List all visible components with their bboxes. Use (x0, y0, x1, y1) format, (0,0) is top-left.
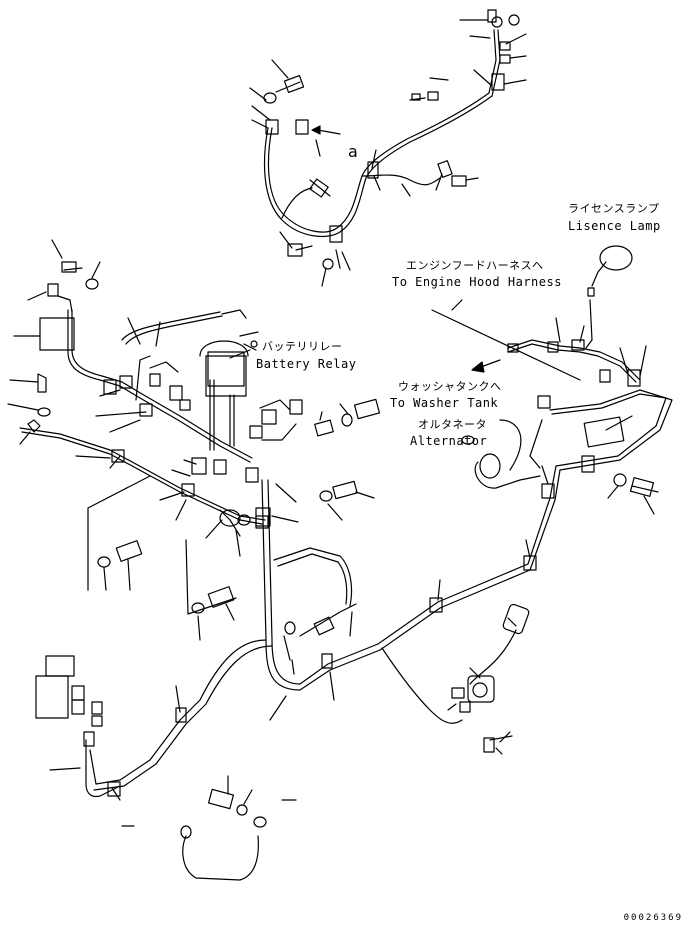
washer-tank-label-en: To Washer Tank (390, 396, 499, 410)
left-main-harness (7, 239, 303, 557)
license-lamp-label-jp: ライセンスランプ (568, 202, 660, 215)
washer-tank-label-jp: ウォッシャタンクへ (398, 380, 502, 393)
engine-hood-label-en: To Engine Hood Harness (392, 275, 562, 289)
license-lamp-label-en: Lisence Lamp (568, 219, 661, 233)
engine-hood-label-jp: エンジンフードハーネスへ (406, 259, 544, 272)
lower-harness (35, 245, 673, 881)
battery-relay-label-jp: バッテリリレー (262, 340, 343, 353)
alternator-label-en: Alternator (410, 434, 488, 448)
callout-lines (229, 299, 581, 381)
top-harness (249, 9, 527, 287)
detail-mark-a: a (348, 142, 358, 161)
reference-number: 00026369 (623, 913, 683, 923)
alternator-label-jp: オルタネータ (418, 418, 487, 431)
battery-relay-label-en: Battery Relay (256, 357, 357, 371)
battery-relay (207, 331, 259, 387)
